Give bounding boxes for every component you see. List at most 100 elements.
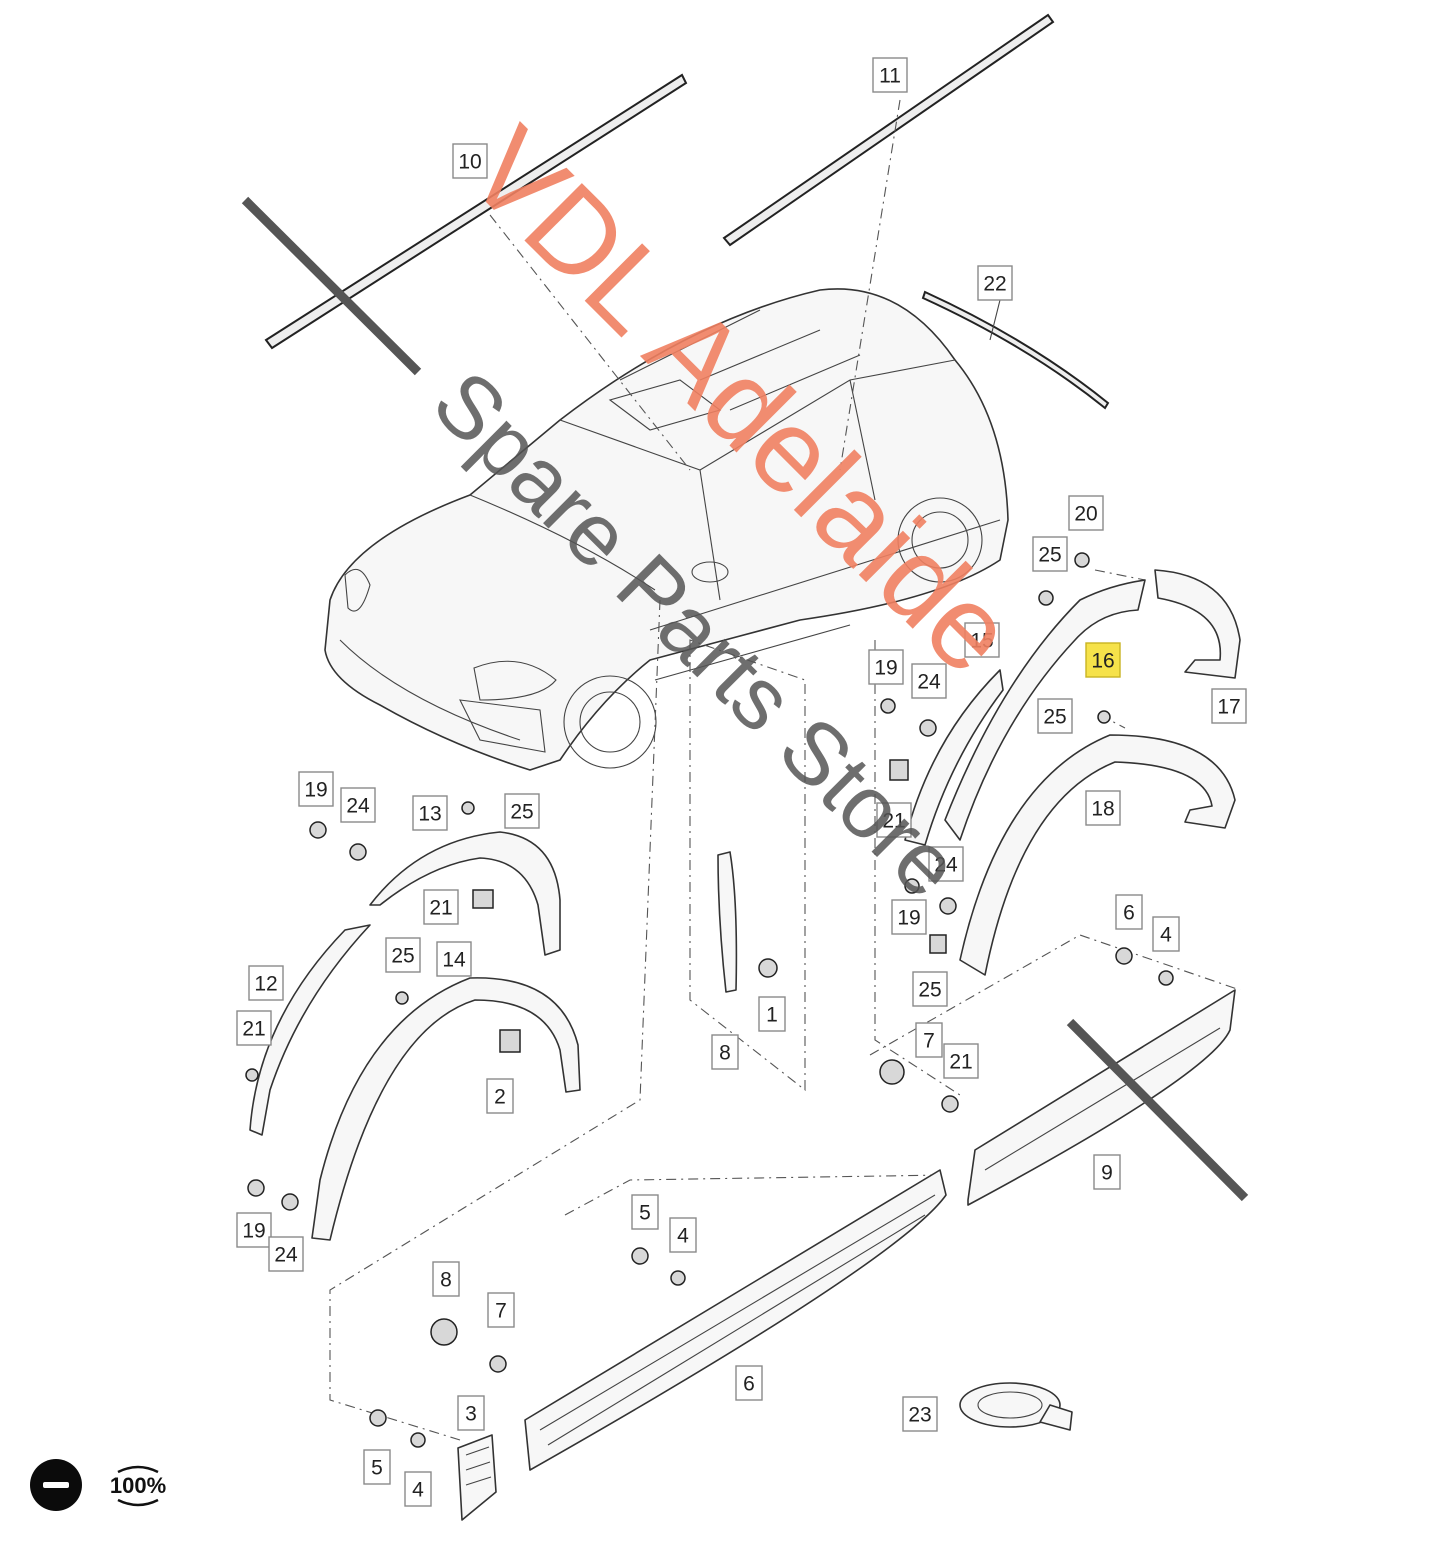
callout-label: 9: [1101, 1162, 1113, 1185]
callout-label: 5: [371, 1457, 383, 1480]
arch-18: [959, 734, 1236, 976]
callout-box: [911, 663, 947, 699]
trim-1: [717, 851, 738, 993]
callout-label: 10: [458, 151, 481, 174]
callout-box: [298, 771, 334, 807]
zoom-out-button[interactable]: [30, 1459, 82, 1511]
callout-label: 20: [1074, 503, 1097, 526]
callout-15: 15: [964, 622, 1000, 658]
callout-box: [1032, 536, 1068, 572]
arch-15: [904, 669, 1004, 846]
callout-label: 21: [242, 1018, 265, 1041]
callout-box: [404, 1471, 432, 1507]
callout-24: 24: [911, 663, 947, 699]
callout-box: [876, 802, 912, 838]
callout-8: 8: [432, 1261, 460, 1297]
flap-3: [457, 1434, 497, 1521]
callout-label: 19: [304, 779, 327, 802]
callout-7: 7: [487, 1292, 515, 1328]
callout-label: 4: [1160, 924, 1172, 947]
sill-6: [524, 1169, 947, 1471]
callout-19: 19: [236, 1212, 272, 1248]
callout-box: [1068, 495, 1104, 531]
callout-24: 24: [928, 846, 964, 882]
callout-17: 17: [1211, 688, 1247, 724]
callout-box: [891, 899, 927, 935]
callout-label: 24: [934, 854, 958, 877]
callout-box: [872, 57, 908, 93]
callout-label: 25: [918, 979, 941, 1002]
callout-label: 23: [908, 1404, 931, 1427]
arch-13: [369, 831, 561, 956]
tape-23: [959, 1382, 1073, 1431]
callout-label: 21: [882, 810, 905, 833]
callout-25: 25: [1037, 698, 1073, 734]
callout-label: 22: [983, 273, 1006, 296]
callout-label: 18: [1091, 798, 1114, 821]
callout-21: 21: [876, 802, 912, 838]
callout-8: 8: [711, 1034, 739, 1070]
callout-box: [1093, 1154, 1121, 1190]
callout-box: [1085, 642, 1121, 678]
arch-16: [944, 579, 1146, 841]
callout-box: [340, 787, 376, 823]
zoom-refresh-icon: [117, 1465, 159, 1507]
callout-label: 12: [254, 973, 277, 996]
callout-box: [452, 143, 488, 179]
callout-box: [928, 846, 964, 882]
callout-19: 19: [298, 771, 334, 807]
callout-21: 21: [423, 889, 459, 925]
callout-label: 24: [274, 1244, 298, 1267]
callout-label: 21: [949, 1051, 972, 1074]
callout-23: 23: [902, 1396, 938, 1432]
callout-5: 5: [363, 1449, 391, 1485]
callout-box: [735, 1365, 763, 1401]
callout-11: 11: [872, 57, 908, 93]
callout-box: [1085, 790, 1121, 826]
callout-10: 10: [452, 143, 488, 179]
callout-label: 25: [391, 945, 414, 968]
callout-label: 25: [1038, 544, 1061, 567]
callout-label: 21: [429, 897, 452, 920]
callout-label: 19: [242, 1220, 265, 1243]
callout-box: [1115, 894, 1143, 930]
callout-box: [248, 965, 284, 1001]
callout-box: [504, 793, 540, 829]
arch-12: [249, 924, 371, 1136]
car-body: [324, 288, 1009, 771]
callout-box: [412, 795, 448, 831]
callout-label: 11: [879, 65, 901, 88]
callout-box: [1211, 688, 1247, 724]
callout-box: [902, 1396, 938, 1432]
callout-box: [758, 996, 786, 1032]
zoom-level-button[interactable]: 100%: [102, 1465, 174, 1507]
callout-label: 8: [719, 1042, 731, 1065]
callout-2: 2: [486, 1078, 514, 1114]
arch-14: [311, 977, 581, 1241]
callout-box: [363, 1449, 391, 1485]
watermark-slash-right: [1066, 1018, 1249, 1202]
callout-1: 1: [758, 996, 786, 1032]
arch-17: [1154, 569, 1241, 679]
callout-4: 4: [669, 1217, 697, 1253]
callout-box: [423, 889, 459, 925]
callout-21: 21: [236, 1010, 272, 1046]
callout-label: 13: [418, 803, 441, 826]
callout-box: [385, 937, 421, 973]
callout-label: 6: [743, 1373, 755, 1396]
sill-9: [967, 989, 1236, 1206]
callout-3: 3: [457, 1395, 485, 1431]
callout-24: 24: [268, 1236, 304, 1272]
callout-box: [457, 1395, 485, 1431]
callout-7: 7: [915, 1022, 943, 1058]
callout-label: 19: [897, 907, 920, 930]
callout-label: 24: [346, 795, 370, 818]
callout-label: 1: [766, 1004, 778, 1027]
callout-box: [236, 1010, 272, 1046]
callout-6: 6: [1115, 894, 1143, 930]
callout-box: [912, 971, 948, 1007]
callout-9: 9: [1093, 1154, 1121, 1190]
